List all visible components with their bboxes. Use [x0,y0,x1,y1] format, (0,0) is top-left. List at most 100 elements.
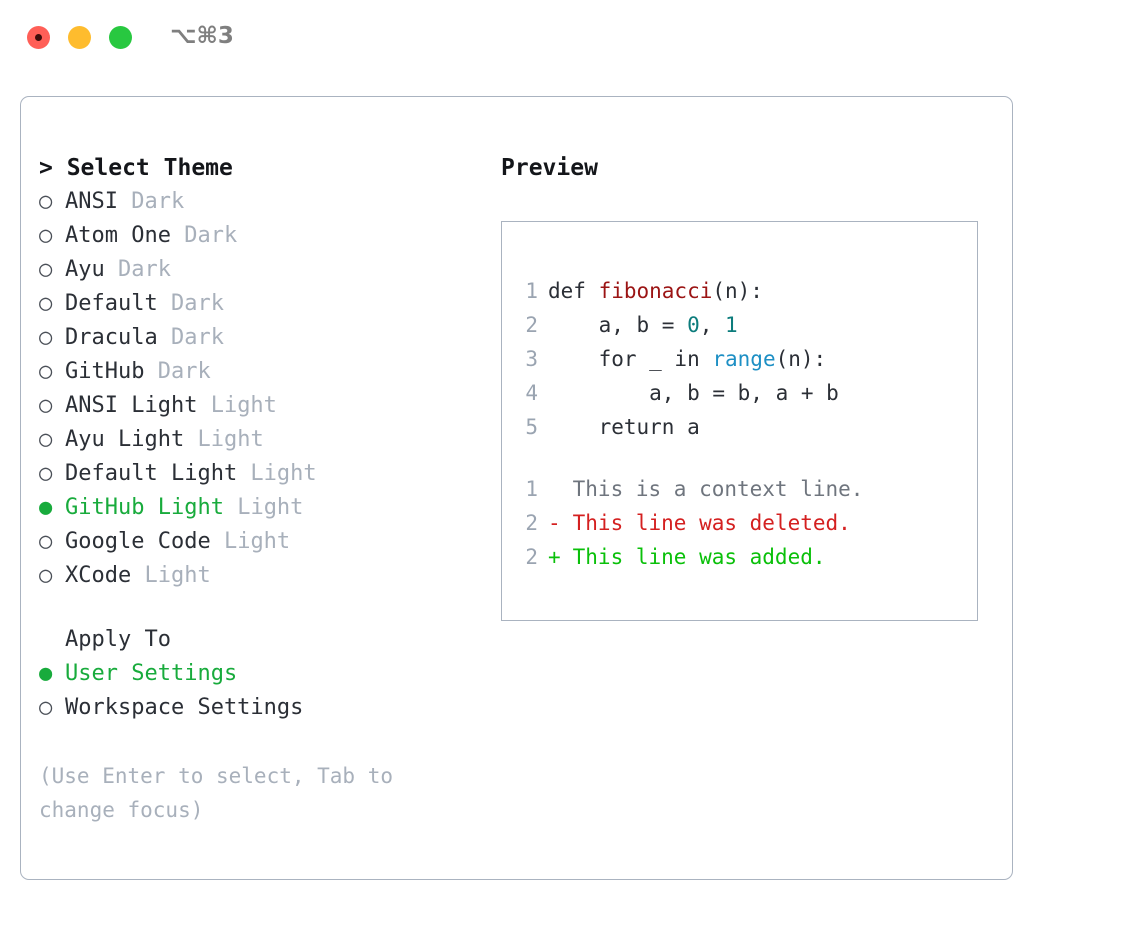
diff-line-added: 2+ This line was added. [516,540,967,574]
preview-heading: Preview [501,155,598,181]
radio-unselected-icon[interactable]: ○ [39,359,53,384]
minimize-button-icon[interactable] [68,26,91,49]
code-token-plain: a, b = [548,313,688,337]
code-line: 3 for _ in range(n): [516,342,967,376]
diff-line-text: This is a context line. [560,477,864,501]
radio-unselected-icon[interactable]: ○ [39,563,53,588]
theme-option-label: Dracula [65,325,158,350]
theme-option-label: Ayu Light [65,427,185,452]
theme-option-label: ANSI Light [65,393,198,418]
code-token-plain: for _ in [548,347,713,371]
diff-line-number: 2 [525,545,538,569]
theme-option-google-code[interactable]: ○ Google Code Light [39,525,479,559]
code-line-number: 3 [525,347,538,371]
apply-to-option-user-settings[interactable]: ● User Settings [39,657,479,691]
code-line-number: 4 [525,381,538,405]
theme-option-ansi[interactable]: ○ ANSI Dark [39,185,479,219]
theme-option-github[interactable]: ○GitHub Dark [39,355,479,389]
code-token-function: fibonacci [598,279,713,303]
theme-option-label: ANSI [65,189,118,214]
radio-unselected-icon[interactable]: ○ [39,325,53,350]
theme-kind-badge: Light [197,393,277,418]
theme-option-ayu[interactable]: ○ Ayu Dark [39,253,479,287]
code-line: 2 a, b = 0, 1 [516,308,967,342]
close-button-icon[interactable] [27,26,50,49]
apply-to-option-label: User Settings [65,661,238,686]
keyboard-hint-text: (Use Enter to select, Tab to change focu… [39,764,406,822]
apply-to-option-label: Workspace Settings [65,695,304,720]
code-token-plain: a, b = b, a + b [548,381,839,405]
theme-selector-column: > Select Theme ○ANSI Dark○Atom One Dark○… [39,151,479,827]
radio-selected-icon[interactable]: ● [39,495,53,520]
radio-selected-icon[interactable]: ● [39,661,53,686]
select-theme-heading: > Select Theme [39,155,233,181]
theme-option-label: Default Light [65,461,238,486]
radio-unselected-icon[interactable]: ○ [39,529,53,554]
code-token-builtin: range [712,347,776,371]
code-token-plain: (n): [775,347,827,371]
code-line-number: 1 [525,279,538,303]
diff-marker: - [548,511,561,535]
theme-option-default[interactable]: ○ Default Dark [39,287,479,321]
radio-unselected-icon[interactable]: ○ [39,461,53,486]
theme-kind-badge: Dark [157,325,224,350]
theme-option-label: GitHub Light [65,495,224,520]
diff-line-text: This line was deleted. [560,511,851,535]
theme-option-label: Google Code [65,529,211,554]
theme-kind-badge: Light [131,563,211,588]
theme-option-label: GitHub [65,359,145,384]
code-line-number: 5 [525,415,538,439]
theme-option-label: XCode [65,563,132,588]
theme-list[interactable]: ○ ANSI Dark ○ Atom One Dark ○ Ayu Dark ○ Defaul… [39,185,479,593]
diff-line-number: 1 [525,477,538,501]
theme-kind-badge: Light [210,529,291,554]
theme-kind-badge: Dark [117,189,185,214]
theme-option-label: Default [65,291,158,316]
theme-kind-badge: Light [237,461,317,486]
keyboard-shortcut-label: ⌥⌘3 [170,23,234,49]
title-bar: ⌥⌘3 [0,0,1140,76]
theme-option-xcode[interactable]: ○ XCode Light [39,559,479,593]
theme-kind-badge: Light [223,495,304,520]
traffic-light-group [27,26,132,49]
theme-kind-badge: Light [184,427,264,452]
radio-unselected-icon[interactable]: ○ [39,393,53,418]
theme-option-ayu-light[interactable]: ○ Ayu Light Light [39,423,479,457]
main-panel: > Select Theme ○ANSI Dark○Atom One Dark○… [20,96,1013,880]
code-token-number: 0 [687,313,700,337]
radio-unselected-icon[interactable]: ○ [39,223,53,248]
diff-marker [548,472,560,506]
diff-line-number: 2 [525,511,538,535]
code-token-plain: (n): [712,279,763,303]
diff-marker: + [548,545,561,569]
theme-option-dracula[interactable]: ○ Dracula Dark [39,321,479,355]
theme-option-ansi-light[interactable]: ○ ANSI Light Light [39,389,479,423]
code-token-plain: , [699,313,726,337]
apply-to-heading: Apply To [65,627,171,652]
apply-to-section: Apply To ● User Settings ○ Workspace Settin… [39,623,479,725]
theme-option-atom-one[interactable]: ○Atom One Dark [39,219,479,253]
diff-line-context: 1 This is a context line. [516,472,967,506]
theme-option-label: Ayu [65,257,105,282]
theme-option-label: Atom One [65,223,171,248]
radio-unselected-icon[interactable]: ○ [39,189,53,214]
maximize-button-icon[interactable] [109,26,132,49]
code-token-plain: return a [548,415,700,439]
theme-kind-badge: Dark [104,257,171,282]
radio-unselected-icon[interactable]: ○ [39,291,53,316]
code-line: 4 a, b = b, a + b [516,376,967,410]
code-line-number: 2 [525,313,538,337]
code-line: 5 return a [516,410,967,444]
apply-to-option-workspace-settings[interactable]: ○ Workspace Settings [39,691,479,725]
apply-to-option-list[interactable]: ● User Settings ○ Workspace Settings [39,657,479,725]
theme-option-default-light[interactable]: ○ Default Light Light [39,457,479,491]
theme-option-github-light[interactable]: ● GitHub Light Light [39,491,479,525]
radio-unselected-icon[interactable]: ○ [39,427,53,452]
diff-sample-area: 1 This is a context line. 2- This line wa… [516,472,967,574]
radio-unselected-icon[interactable]: ○ [39,695,53,720]
radio-unselected-icon[interactable]: ○ [39,257,53,282]
theme-kind-badge: Dark [157,291,224,316]
